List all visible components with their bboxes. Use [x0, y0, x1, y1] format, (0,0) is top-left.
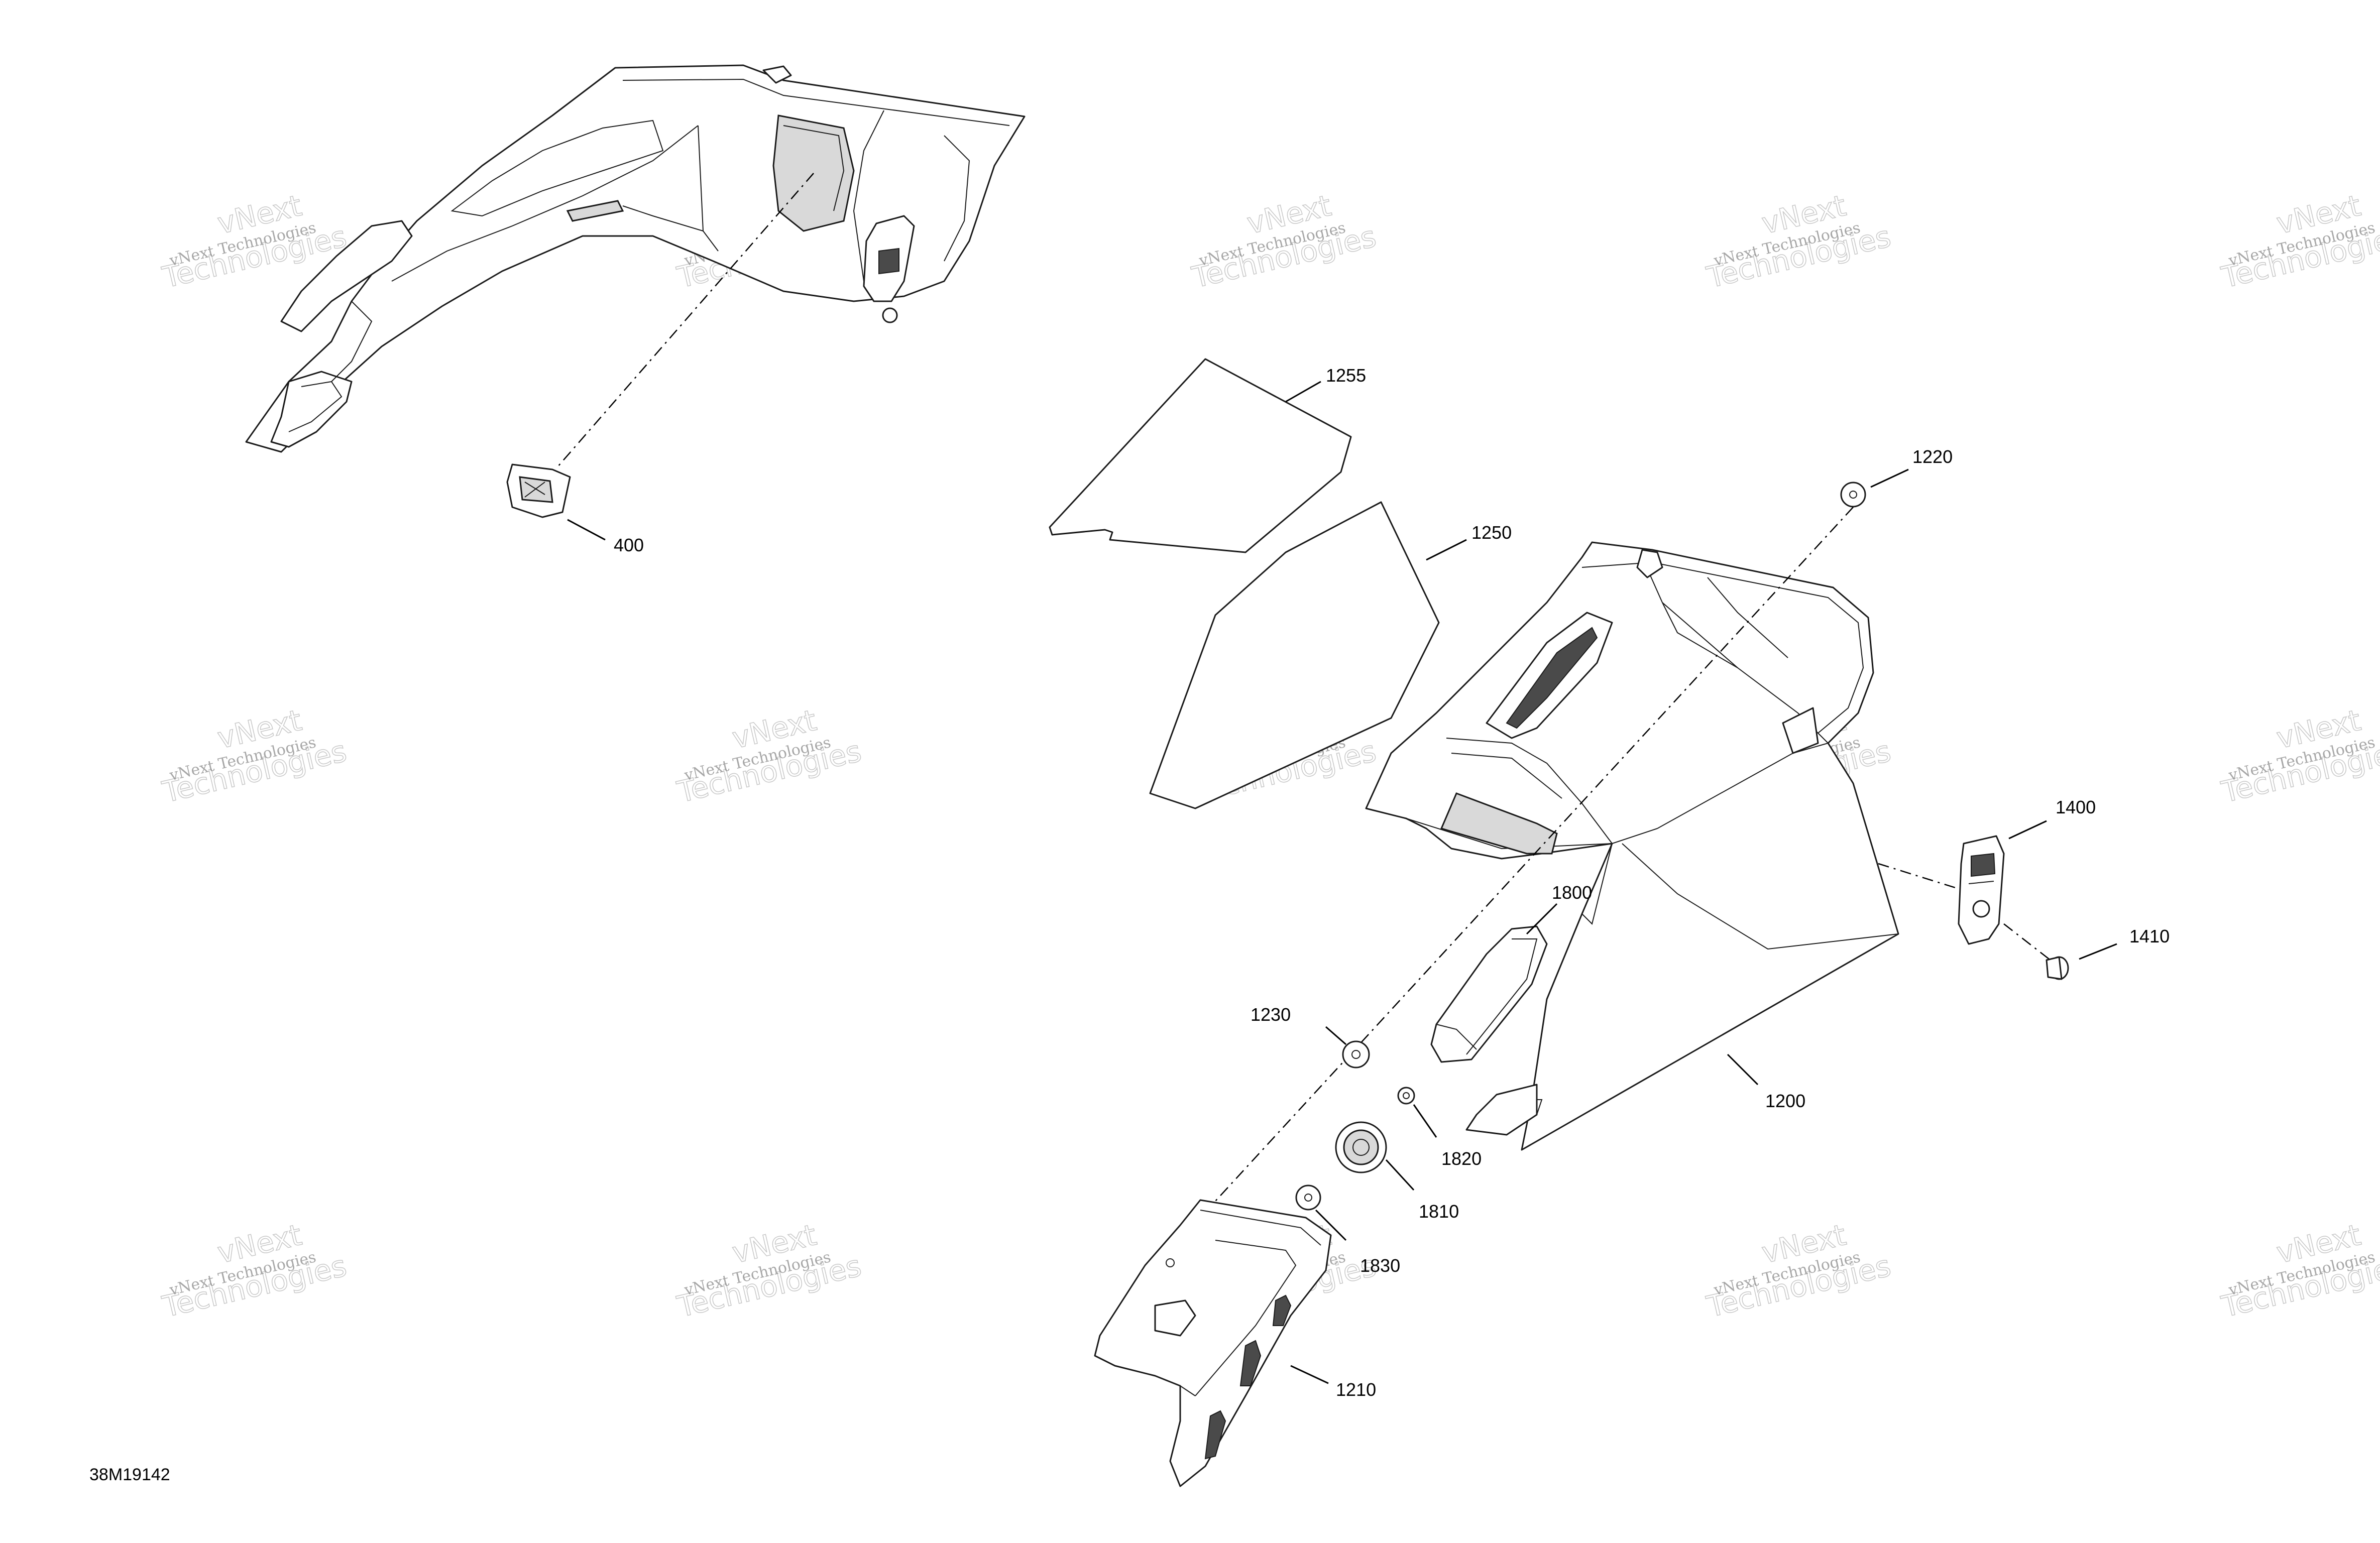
diagram-reference-code: 38M19142: [89, 1465, 170, 1484]
leader-1230: [1325, 1026, 1346, 1045]
callout-1250: 1250: [1471, 522, 1512, 543]
part-1400-bracket: [1958, 835, 2005, 945]
callout-1810: 1810: [1419, 1201, 1459, 1222]
leader-1830: [1315, 1209, 1347, 1241]
leader-1200: [1727, 1053, 1759, 1086]
part-1800-block: [1430, 925, 1548, 1063]
leader-1410: [2079, 943, 2117, 960]
leader-1250: [1426, 539, 1467, 561]
part-1830-washer: [1295, 1184, 1321, 1211]
callout-1220: 1220: [1912, 446, 1953, 467]
callout-400: 400: [614, 535, 644, 555]
leader-1210: [1290, 1365, 1329, 1384]
callout-1800: 1800: [1552, 882, 1592, 903]
leader-1820: [1413, 1104, 1437, 1138]
leader-1220: [1870, 468, 1909, 488]
callout-1410: 1410: [2129, 926, 2170, 946]
callout-1830: 1830: [1360, 1255, 1400, 1276]
leader-400: [567, 519, 606, 541]
part-1200-main-panel: [1365, 541, 1899, 1151]
part-1220-grommet: [1840, 482, 1866, 508]
part-400-clip: [506, 463, 571, 518]
callout-1230: 1230: [1251, 1004, 1291, 1025]
leader-1400: [2008, 820, 2047, 840]
leader-lines: [567, 381, 2117, 1384]
leader-1800: [1526, 903, 1558, 935]
callout-1820: 1820: [1441, 1148, 1482, 1169]
part-1250-panel: [1149, 501, 1440, 809]
assembly-line-1220: [1170, 507, 1854, 1251]
part-1410-screw: [2046, 956, 2069, 980]
callout-1210: 1210: [1336, 1379, 1376, 1400]
part-1230-washer: [1342, 1040, 1370, 1069]
upper-side-panel-assembly: [245, 64, 1026, 453]
leader-1810: [1385, 1159, 1415, 1191]
callout-labels: 400 1200 1210 1220 1230 1250 1255 1400 1…: [614, 365, 2170, 1400]
part-1820-screw: [1397, 1087, 1415, 1105]
part-1255-panel: [1049, 358, 1352, 553]
leader-1255: [1285, 381, 1321, 403]
callout-1200: 1200: [1765, 1091, 1805, 1111]
callout-1400: 1400: [2056, 797, 2096, 817]
assembly-line-1400: [1878, 863, 2050, 960]
assembly-line-400: [557, 173, 814, 467]
part-1210-lower-panel: [1094, 1199, 1332, 1487]
callout-1255: 1255: [1326, 365, 1366, 386]
part-1810-grommet: [1335, 1121, 1387, 1173]
